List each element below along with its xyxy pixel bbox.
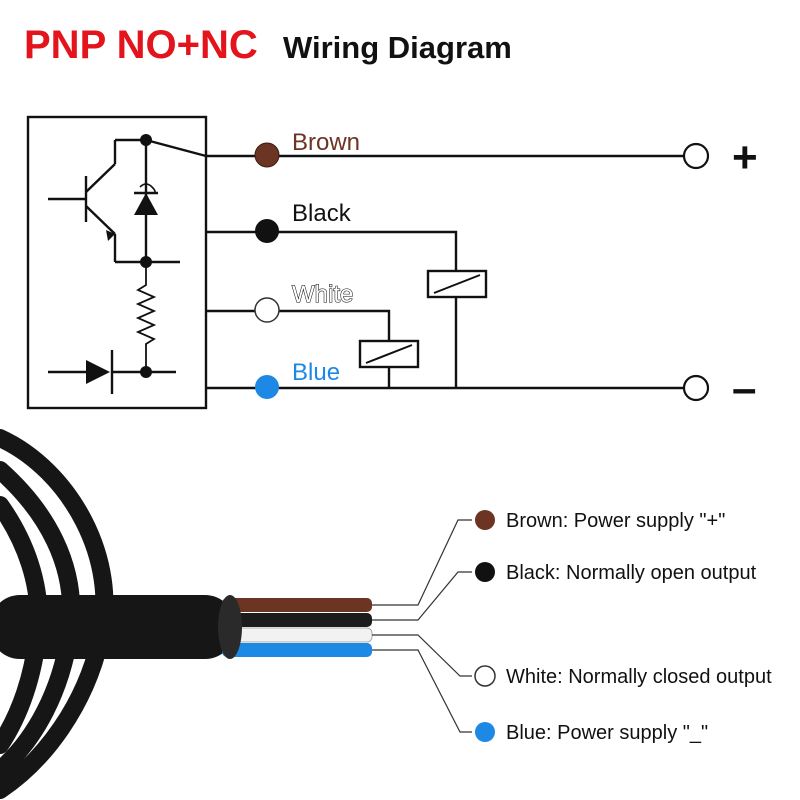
negative-terminal-circle — [682, 374, 710, 402]
brown-core — [222, 598, 372, 612]
brown-wire-dot — [254, 142, 280, 168]
output-wires — [206, 154, 684, 390]
transistor-symbol — [48, 163, 116, 241]
junction-dot — [140, 366, 152, 378]
legend-black-text: Black: Normally open output — [506, 562, 757, 584]
white-core — [221, 627, 373, 643]
junction-dot — [140, 134, 152, 146]
blue-wire-label: Blue — [292, 359, 340, 386]
junction-dot — [140, 256, 152, 268]
diode-symbol — [48, 350, 146, 394]
legend-blue-dot — [475, 722, 495, 742]
blue-core — [222, 643, 372, 657]
legend-white-text: White: Normally closed output — [506, 666, 772, 688]
black-wire-label: Black — [292, 200, 352, 227]
legend-blue-text: Blue: Power supply "_" — [506, 722, 708, 744]
black-core — [222, 613, 372, 627]
cable-illustration — [0, 429, 373, 799]
legend-brown-dot — [475, 510, 495, 530]
white-wire-label: White — [292, 281, 353, 308]
legend-black-dot — [475, 562, 495, 582]
legend-brown-text: Brown: Power supply "+" — [506, 510, 725, 532]
brown-wire-label: Brown — [292, 129, 360, 156]
relay-coil-no — [426, 269, 488, 299]
title-highlight: PNP NO+NC — [24, 23, 258, 67]
black-wire-dot — [255, 219, 279, 243]
white-wire-dot — [254, 297, 280, 323]
legend-white-dot — [474, 665, 496, 687]
positive-sign: + — [732, 133, 758, 182]
legend-leader-lines — [372, 519, 472, 733]
negative-sign: – — [732, 364, 756, 413]
sensor-circuit-box — [26, 115, 208, 410]
resistor-symbol — [135, 262, 157, 372]
relay-coil-nc — [358, 339, 420, 369]
zener-diode-symbol — [134, 183, 158, 215]
positive-terminal-circle — [682, 142, 710, 170]
title-rest: Wiring Diagram — [283, 30, 512, 65]
blue-wire-dot — [255, 375, 279, 399]
